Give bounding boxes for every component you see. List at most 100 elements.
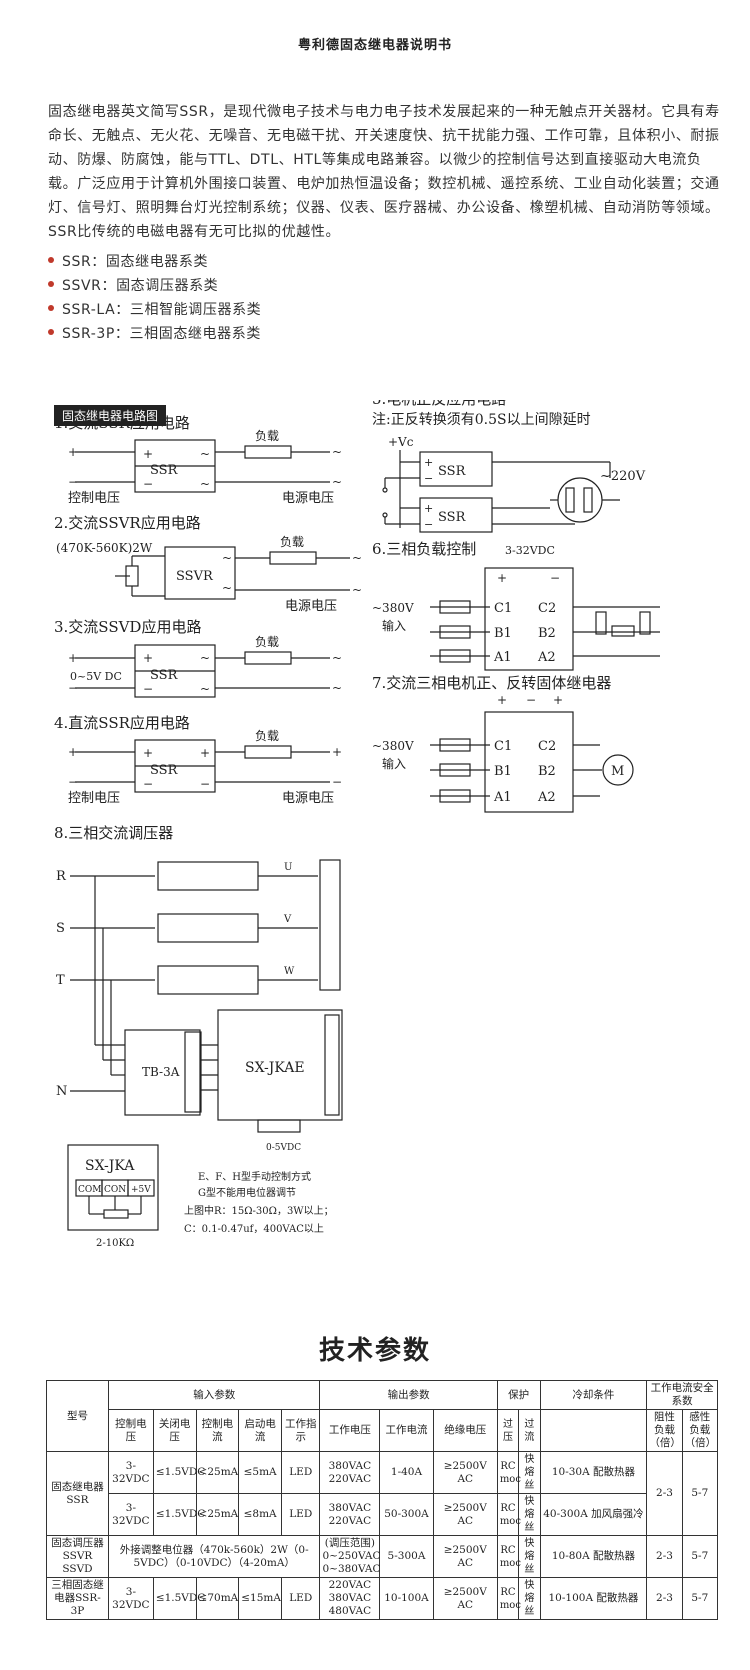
svg-text:~: ~: [332, 681, 342, 695]
svg-text:−: −: [200, 777, 210, 791]
header-cell: 绝缘电压: [432, 1409, 498, 1452]
diagram-three-phase-load: 6.三相负载控制 3-32VDC + − ~380V 输入 C1 B1 A1 C…: [372, 540, 660, 671]
table-cell: ≤1.5VDC: [152, 1493, 205, 1536]
table-row: 固态继电器SSR 3-32VDC ≤1.5VDC <25mA ≤5mA LED …: [46, 1451, 719, 1536]
header-cell: 工作电压: [319, 1409, 381, 1452]
p5v-terminal: +5V: [131, 1185, 151, 1195]
terminal-c2: C2: [538, 739, 556, 754]
terminal-b2: B2: [538, 764, 556, 779]
svg-text:−: −: [68, 775, 78, 789]
svg-text:−: −: [143, 777, 153, 791]
table-cell: ≤15mA: [238, 1577, 282, 1620]
ssr-label: SSR: [438, 464, 467, 479]
table-cell: 380VAC 220VAC: [319, 1451, 381, 1494]
cell-model: 固态调压器SSVR SSVD: [46, 1535, 109, 1578]
terminal-a2: A2: [537, 790, 556, 805]
header-cell: 关闭电压: [152, 1409, 197, 1452]
table-cell: ≥2500V AC: [432, 1451, 498, 1494]
svg-text:−: −: [143, 682, 153, 696]
table-cell: 3-32VDC: [107, 1577, 154, 1620]
svg-text:~: ~: [332, 651, 342, 665]
resistor-range-label: (470K-560K)2W: [56, 541, 153, 555]
table-cell: ≥2500V AC: [432, 1577, 498, 1620]
table-header-row: 控制电压 关闭电压 控制电流 启动电流 工作指示 工作电压 工作电流 绝缘电压 …: [47, 1409, 719, 1452]
sxjka-label: SX-JKA: [85, 1158, 135, 1174]
header-cell: [539, 1409, 648, 1452]
header-cell: 控制电流: [195, 1409, 240, 1452]
terminal-a2: A2: [537, 650, 556, 665]
note-line: G型不能用电位器调节: [198, 1186, 296, 1199]
ssvr-label: SSVR: [176, 569, 214, 584]
input-label: 输入: [382, 618, 406, 633]
diagram-title: 4.直流SSR应用电路: [54, 714, 190, 732]
svg-text:+: +: [68, 651, 78, 665]
table-cell: 快熔丝: [518, 1493, 541, 1536]
svg-text:−: −: [526, 693, 536, 707]
phase-r-label: R: [56, 869, 67, 884]
tech-title: 技术参数: [318, 1336, 431, 1366]
power-voltage-label: 电源电压: [285, 599, 337, 614]
table-cell: 快熔丝: [518, 1535, 541, 1578]
bullet-icon: [48, 257, 54, 263]
cell-model: 固态继电器SSR: [46, 1451, 109, 1536]
table-cell: 10-100A 配散热器: [539, 1577, 648, 1620]
svg-text:~: ~: [332, 475, 342, 489]
table-cell: ≤8mA: [238, 1493, 282, 1536]
v380-label: ~380V: [372, 601, 414, 615]
page-title: 粤利德固态继电器说明书: [297, 38, 452, 53]
table-cell: 380VAC 220VAC: [319, 1493, 381, 1536]
list-item: SSR-3P：三相固态继电器系类: [48, 322, 548, 346]
svg-text:~: ~: [222, 581, 232, 595]
svg-text:−: −: [550, 571, 560, 585]
table-cell: 快熔丝: [518, 1577, 541, 1620]
com-terminal: COM: [78, 1185, 101, 1195]
diagram-ac-ssvd: 3.交流SSVD应用电路 SSR + − ~ ~ + 0~5V DC − 负载 …: [54, 618, 342, 698]
diagram-title: 8.三相交流调压器: [54, 824, 173, 842]
section-tag: 固态继电器电路图: [54, 405, 167, 426]
table-cell: 快熔丝: [518, 1451, 541, 1494]
diagram-note: 注:正反转换须有0.5S以上间隙延时: [372, 411, 591, 428]
table-cell: 5-7: [681, 1535, 719, 1578]
table-row: 3-32VDC ≤1.5VDC <25mA ≤8mA LED 380VAC 22…: [47, 1493, 718, 1536]
header-cell: 过压: [496, 1409, 520, 1452]
motor-icon: M: [611, 764, 624, 779]
diagram-motor-reverse: 5.电机正反应用电路 注:正反转换须有0.5S以上间隙延时 +Vc SSR SS…: [372, 400, 646, 533]
table-cell: ≤1.5VDC: [152, 1451, 205, 1494]
table-cell: ≥2500V AC: [432, 1535, 498, 1578]
table-cell: 50-300A: [379, 1493, 434, 1536]
v220-label: ~220V: [600, 469, 646, 484]
type-list: SSR：固态继电器系类 SSVR：固态调压器系类 SSR-LA：三相智能调压器系…: [48, 250, 548, 346]
terminal-b1: B1: [494, 626, 512, 641]
header-model: 型号: [46, 1380, 109, 1452]
ssr-label: SSR: [150, 463, 179, 478]
table-row: 三相固态继电器SSR-3P 3-32VDC ≤1.5VDC ≤70mA ≤15m…: [46, 1577, 719, 1620]
header-input: 输入参数: [107, 1380, 321, 1410]
ctrl-voltage-label: 控制电压: [68, 791, 120, 806]
load-label: 负载: [255, 429, 279, 443]
svg-text:~: ~: [200, 651, 210, 665]
table-cell: 5-7: [681, 1577, 719, 1620]
header-cell: 控制电压: [107, 1409, 154, 1452]
table-cell: ≤5mA: [238, 1451, 282, 1494]
svg-text:~: ~: [332, 445, 342, 459]
cell-model: 三相固态继电器SSR-3P: [46, 1577, 109, 1620]
table-cell: RC moc: [496, 1451, 521, 1494]
load-label: 负载: [255, 635, 279, 649]
input-label: 输入: [382, 756, 406, 771]
svg-text:+: +: [424, 456, 433, 469]
circuit-diagrams: 1.交流SSR应用电路 SSR + − ~ ~ 负载 + − ~ ~ 控制电压 …: [54, 400, 660, 1249]
note-line: 上图中R：15Ω-30Ω，3W以上；: [184, 1204, 334, 1217]
table-cell: 3-32VDC: [107, 1493, 154, 1536]
header-cell: 阻性负载（倍）: [646, 1409, 683, 1452]
diagram-title: 2.交流SSVR应用电路: [54, 514, 201, 532]
terminal-a1: A1: [493, 790, 512, 805]
pot-label: 2-10KΩ: [96, 1238, 134, 1249]
svg-text:~: ~: [200, 477, 210, 491]
table-cell: 220VAC 380VAC 480VAC: [319, 1577, 381, 1620]
table-cell: LED: [280, 1451, 321, 1494]
intro-paragraph: 固态继电器英文简写SSR，是现代微电子技术与电力电子技术发展起来的一种无触点开关…: [48, 104, 720, 240]
diagram-three-phase-regulator: 8.三相交流调压器 R S T N U V W TB-3A SX-JKAE: [54, 824, 343, 1249]
note-line: E、F、H型手动控制方式: [198, 1170, 311, 1183]
phase-n-label: N: [56, 1084, 67, 1099]
list-item: SSR：固态继电器系类: [48, 250, 548, 274]
